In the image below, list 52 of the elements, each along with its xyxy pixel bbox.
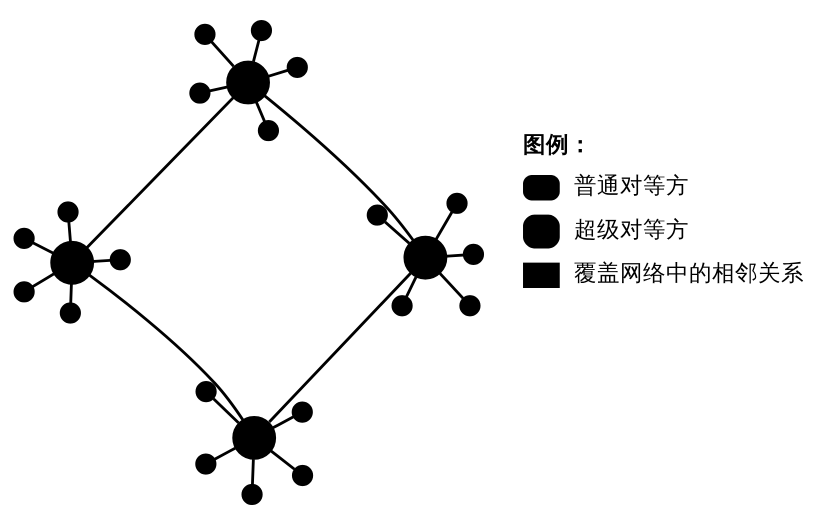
- node-circle: [250, 20, 272, 42]
- connector: [264, 94, 414, 241]
- connector: [32, 272, 54, 288]
- connector: [268, 272, 412, 423]
- node-circle: [366, 204, 388, 226]
- connector: [69, 284, 73, 303]
- label: 图例：: [523, 132, 592, 158]
- connector: [438, 272, 464, 300]
- node-circle: [14, 281, 35, 302]
- connector: [405, 276, 418, 298]
- node-circle: [286, 56, 308, 78]
- connector: [210, 40, 235, 68]
- node-circle: [60, 302, 81, 324]
- connector: [212, 398, 240, 424]
- node-circle: [392, 295, 413, 316]
- node-circle: [196, 381, 217, 402]
- node-circle: [194, 24, 216, 45]
- connector: [255, 102, 266, 122]
- node-circle: [258, 120, 280, 142]
- node-circle: [446, 192, 468, 214]
- node-circle: [189, 82, 210, 104]
- node-circle: [226, 60, 270, 104]
- connector: [32, 242, 54, 254]
- node-circle: [292, 464, 314, 486]
- node-circle: [195, 453, 216, 475]
- node-circle: [50, 240, 94, 285]
- legend-label: 覆盖网络中的相邻关系: [574, 260, 804, 287]
- node-circle: [232, 416, 276, 460]
- connector: [270, 450, 296, 470]
- node-circle: [110, 249, 131, 270]
- connector: [214, 446, 236, 460]
- connector: [209, 86, 228, 92]
- legend-label: 超级对等方: [574, 216, 689, 243]
- node-circle: [241, 484, 263, 506]
- connector: [272, 416, 294, 429]
- connector: [268, 69, 288, 78]
- node-circle: [459, 295, 481, 316]
- connector: [88, 274, 244, 420]
- connector: [251, 460, 255, 484]
- legend-label: 普通对等方: [574, 173, 689, 200]
- node-circle: [57, 201, 79, 223]
- node-circle: [462, 244, 484, 265]
- node-circle: [403, 236, 448, 280]
- connector: [86, 96, 234, 248]
- connector: [384, 221, 410, 244]
- node-circle: [14, 228, 35, 249]
- node-circle: [292, 402, 313, 423]
- connector: [434, 212, 454, 240]
- connector: [252, 40, 260, 62]
- connector: [67, 222, 72, 242]
- connector: [93, 258, 110, 263]
- connector: [446, 254, 464, 258]
